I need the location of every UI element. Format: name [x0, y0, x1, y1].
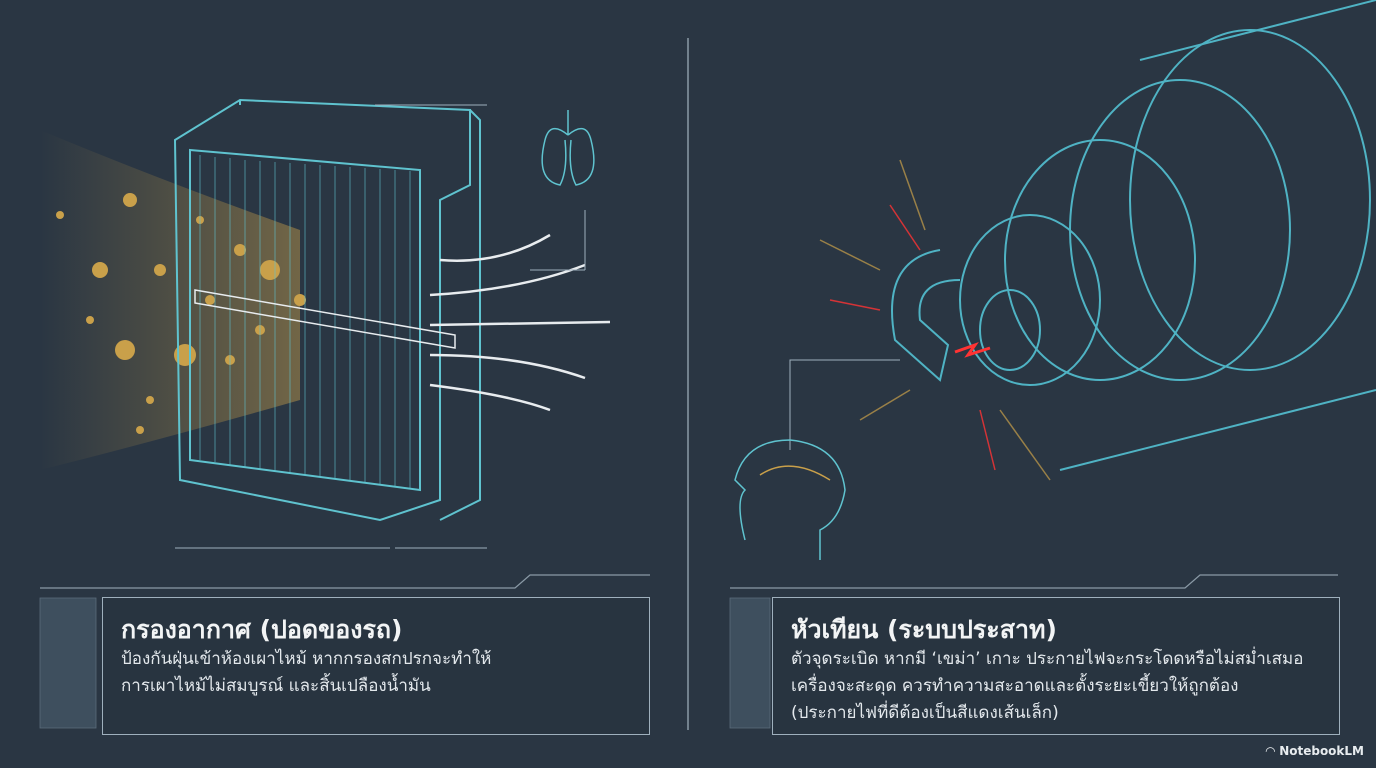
air-filter-line-2: การเผาไหม้ไม่สมบูรณ์ และสิ้นเปลืองน้ำมัน	[121, 676, 431, 696]
grid-decoration	[39, 597, 771, 729]
air-filter-line-1: ป้องกันฝุ่นเข้าห้องเผาไหม้ หากกรองสกปรกจ…	[121, 649, 492, 669]
spark-plug-line-2: เครื่องจะสะดุด ควรทำความสะอาดและตั้งระยะ…	[791, 676, 1239, 696]
air-filter-drawing	[173, 98, 481, 522]
spark-plug-line-3: (ประกายไฟที่ดีต้องเป็นสีแดงเส้นเล็ก)	[791, 703, 1059, 723]
notebooklm-logo-icon: ◠	[1265, 744, 1280, 758]
dust-stream	[40, 130, 300, 470]
dimension-lines	[175, 104, 586, 549]
spark-plug-line-1: ตัวจุดระเบิด หากมี ‘เขม่า’ เกาะ ประกายไฟ…	[791, 649, 1304, 669]
spark-icon	[954, 342, 991, 358]
notebooklm-brand: ◠ NotebookLM	[1265, 744, 1364, 758]
spark-plug-panel: หัวเทียน (ระบบประสาท) ตัวจุดระเบิด หากมี…	[772, 597, 1340, 735]
air-filter-title: กรองอากาศ (ปอดของรถ)	[121, 615, 403, 644]
airflow-arrows	[429, 233, 611, 412]
spark-plug-drawing	[891, 0, 1376, 471]
brain-head-icon	[734, 439, 846, 560]
spark-rays	[819, 159, 1051, 481]
lungs-icon	[541, 110, 595, 186]
air-filter-panel: กรองอากาศ (ปอดของรถ) ป้องกันฝุ่นเข้าห้อง…	[102, 597, 650, 735]
spark-plug-title: หัวเทียน (ระบบประสาท)	[791, 615, 1057, 644]
